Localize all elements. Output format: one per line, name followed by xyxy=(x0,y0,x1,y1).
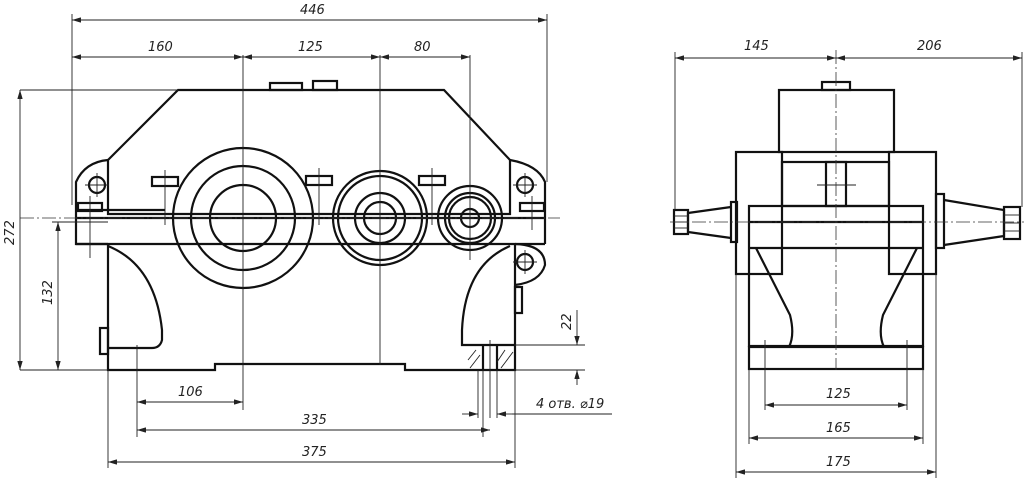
front-view xyxy=(20,55,560,418)
left-rib xyxy=(107,244,164,350)
dim-206: 206 xyxy=(917,39,942,54)
dim-335: 335 xyxy=(302,413,327,428)
dim-22: 22 xyxy=(560,313,575,330)
side-output-shaft-right xyxy=(934,192,1022,250)
dim-375: 375 xyxy=(302,445,327,460)
dim-mounting-holes: 4 отв. ⌀19 xyxy=(536,397,604,412)
side-top-cover xyxy=(777,88,896,154)
dim-272: 272 xyxy=(3,220,18,245)
housing-base-outline xyxy=(106,244,517,372)
side-dimensions: 145 206 125 165 175 xyxy=(674,39,1023,478)
right-lug xyxy=(509,158,547,244)
dim-446: 446 xyxy=(300,3,325,18)
dim-175: 175 xyxy=(826,455,851,470)
top-plug-2 xyxy=(311,79,339,92)
dim-132: 132 xyxy=(41,280,56,305)
side-view xyxy=(670,50,1024,371)
dim-145: 145 xyxy=(744,39,769,54)
dim-125: 125 xyxy=(298,40,323,55)
dim-165: 165 xyxy=(826,421,851,436)
left-lug xyxy=(74,158,109,246)
dim-160: 160 xyxy=(148,40,173,55)
foot-hole-section xyxy=(467,345,514,370)
front-dimensions: 446 160 125 80 272 132 22 106 4 отв. ⌀19… xyxy=(3,3,612,468)
dim-106: 106 xyxy=(178,385,203,400)
right-rib xyxy=(460,244,515,347)
dim-125-side: 125 xyxy=(826,387,851,402)
flange-bolts xyxy=(76,168,546,258)
dim-80: 80 xyxy=(414,40,431,55)
top-plug-1 xyxy=(268,81,304,92)
